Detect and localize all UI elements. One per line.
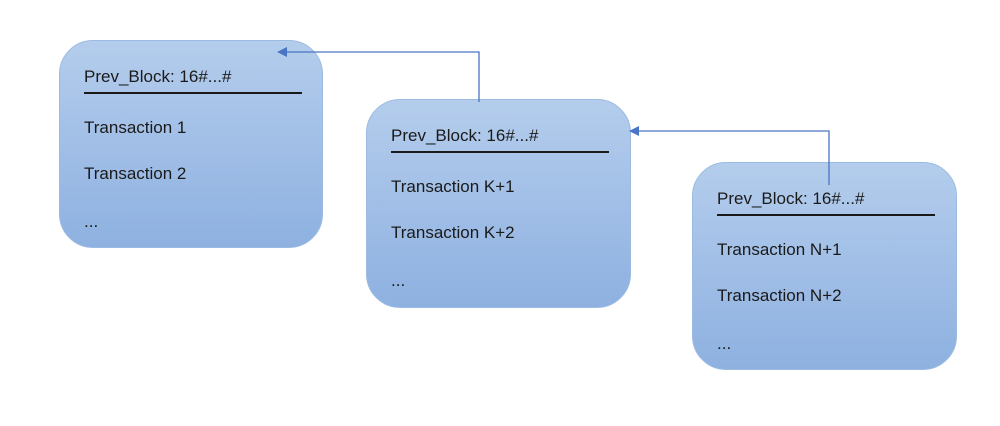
transaction-item: Transaction K+2 <box>391 223 515 242</box>
block-3: Prev_Block: 16#...# Transaction N+1 Tran… <box>692 162 957 370</box>
transaction-item: Transaction N+2 <box>717 286 842 305</box>
prev-block-header: Prev_Block: 16#...# <box>717 188 935 216</box>
transaction-item: Transaction 1 <box>84 118 187 137</box>
block-1: Prev_Block: 16#...# Transaction 1 Transa… <box>59 40 323 248</box>
block-2: Prev_Block: 16#...# Transaction K+1 Tran… <box>366 99 631 308</box>
ellipsis-item: ... <box>84 212 99 231</box>
transaction-item: Transaction K+1 <box>391 177 515 196</box>
transaction-item: Transaction N+1 <box>717 240 842 259</box>
prev-block-header: Prev_Block: 16#...# <box>391 125 609 153</box>
transaction-item: Transaction 2 <box>84 164 187 183</box>
prev-block-header: Prev_Block: 16#...# <box>84 66 302 94</box>
ellipsis-item: ... <box>391 271 406 290</box>
ellipsis-item: ... <box>717 334 732 353</box>
